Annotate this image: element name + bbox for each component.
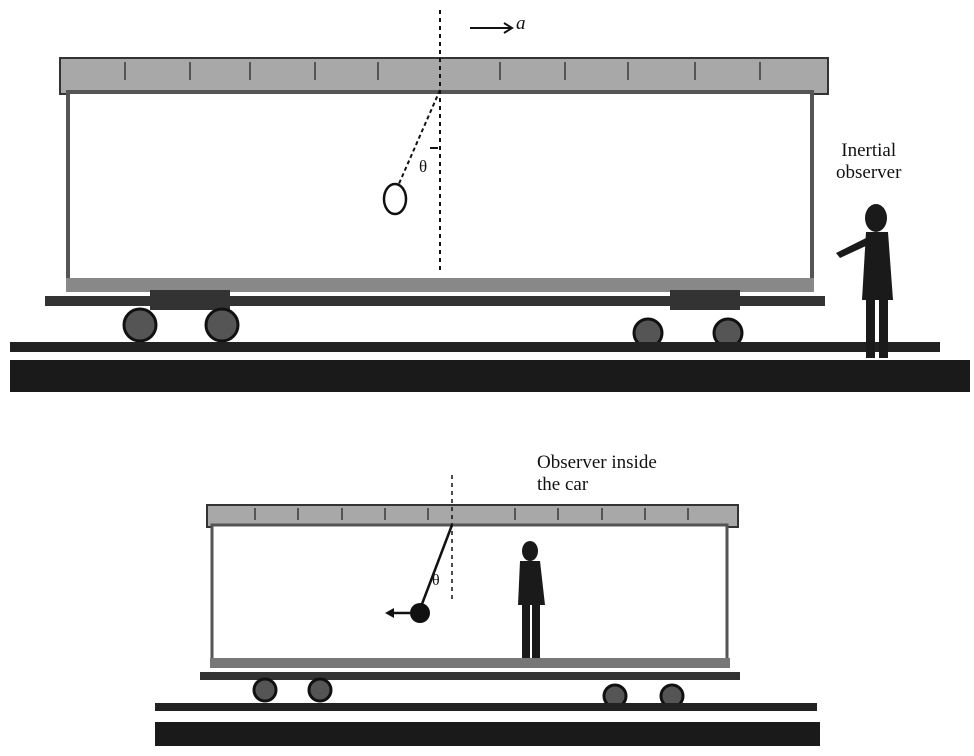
force-arrow-icon (385, 608, 410, 618)
observer-inside-label: Observer inside the car (537, 452, 657, 496)
bottom-pendulum (385, 475, 454, 623)
inertial-observer-figure (836, 204, 893, 358)
bottom-track (155, 703, 820, 746)
label-line: Observer inside (537, 452, 657, 473)
label-line: observer (836, 162, 902, 183)
pendulum-string (397, 89, 441, 187)
top-undercarriage (45, 296, 825, 306)
wheel (204, 307, 240, 343)
acceleration-label: a (516, 13, 526, 34)
inertial-observer-label: Inertial observer (836, 140, 901, 184)
top-roof (59, 57, 829, 95)
bottom-car-body (210, 523, 729, 665)
top-angle-label: θ (419, 157, 428, 176)
bottom-angle-label: θ (432, 572, 440, 589)
top-pendulum (382, 10, 441, 270)
pendulum-bob (410, 603, 430, 623)
label-line: the car (537, 474, 589, 495)
wheel (122, 307, 158, 343)
observer-inside-figure (518, 541, 545, 658)
top-railcar (45, 57, 829, 349)
wheel (307, 677, 333, 703)
label-line: Inertial (841, 140, 897, 161)
pendulum-string (420, 524, 454, 605)
top-track (10, 342, 970, 392)
wheel (252, 677, 278, 703)
acceleration-arrow-icon (470, 22, 514, 34)
pendulum-bob (382, 182, 408, 216)
top-car-floor (66, 278, 814, 292)
bottom-railcar (200, 504, 740, 709)
